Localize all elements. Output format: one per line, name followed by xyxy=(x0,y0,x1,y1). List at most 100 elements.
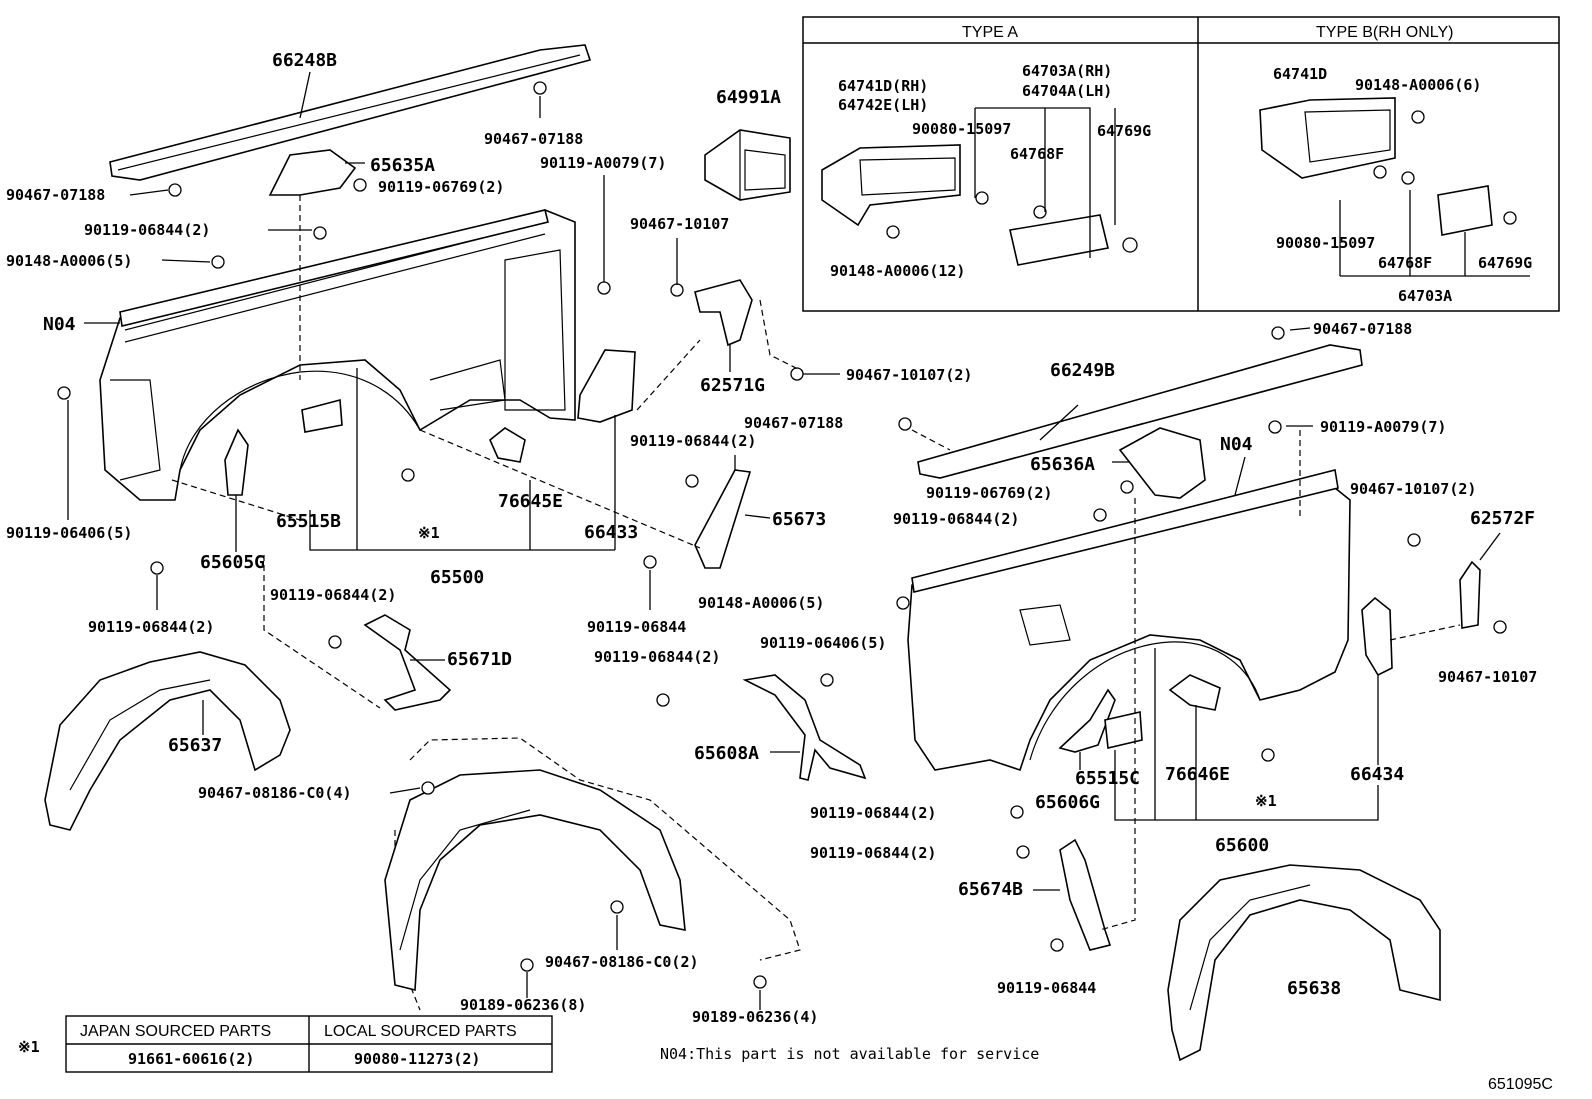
part-label: 66434 xyxy=(1350,764,1404,785)
part-label: 62572F xyxy=(1470,508,1535,529)
part-label: 90189-06236(4) xyxy=(692,1008,818,1026)
type-b-label: 64703A xyxy=(1398,287,1452,305)
footnote-value: 91661-60616(2) xyxy=(128,1050,254,1068)
part-label: 90467-10107(2) xyxy=(1350,480,1476,498)
bracket-76646e xyxy=(1168,674,1221,711)
footnote-table: ※1 JAPAN SOURCED PARTS LOCAL SOURCED PAR… xyxy=(18,1015,553,1073)
type-b-label: 64768F xyxy=(1378,254,1432,272)
part-label: 90467-07188 xyxy=(484,130,583,148)
liner-center-dashed xyxy=(384,737,801,1011)
footnote-value: 90080-11273(2) xyxy=(354,1050,480,1068)
part-label: 62571G xyxy=(700,375,765,396)
bed-side-panel-right xyxy=(907,487,1351,772)
part-label: 90467-07188 xyxy=(744,414,843,432)
liner-65638 xyxy=(1167,864,1441,1062)
type-box xyxy=(802,16,1560,312)
type-b-label: 64769G xyxy=(1478,254,1532,272)
part-label: 90119-A0079(7) xyxy=(1320,418,1446,436)
part-label: 65638 xyxy=(1287,978,1341,999)
type-a-label: 90080-15097 xyxy=(912,120,1011,138)
part-label: 90119-A0079(7) xyxy=(540,154,666,172)
part-label: 90119-06844(2) xyxy=(810,844,936,862)
part-label: 65671D xyxy=(447,649,512,670)
part-label: 90467-07188 xyxy=(1313,320,1412,338)
part-label: 65515C xyxy=(1075,768,1140,789)
part-label: 64991A xyxy=(716,87,781,108)
pad-65515b xyxy=(301,398,343,433)
part-label: 65500 xyxy=(430,567,484,588)
part-label: 90119-06844 xyxy=(997,979,1096,997)
part-label: 90119-06844(2) xyxy=(270,586,396,604)
part-label: 65606G xyxy=(1035,792,1100,813)
part-label: 65605G xyxy=(200,552,265,573)
type-a-header: TYPE A xyxy=(962,24,1018,41)
part-label: 66248B xyxy=(272,50,337,71)
type-a-label: 90148-A0006(12) xyxy=(830,262,965,280)
bracket-65635a xyxy=(268,149,357,196)
part-label: 65515B xyxy=(276,511,341,532)
part-label: 90119-06769(2) xyxy=(378,178,504,196)
part-label: 90119-06769(2) xyxy=(926,484,1052,502)
type-a-label: 64703A(RH) xyxy=(1022,62,1112,80)
rail-66248b xyxy=(109,44,592,181)
type-a-label: 64768F xyxy=(1010,145,1064,163)
type-box-labels: TYPE A 64741D(RH) 64742E(LH) 64703A(RH) … xyxy=(830,24,1532,305)
bracket-65606g xyxy=(1058,688,1116,753)
part-label: 90148-A0006(5) xyxy=(698,594,824,612)
type-a-label: 64769G xyxy=(1097,122,1151,140)
type-a-label: 64741D(RH) xyxy=(838,77,928,95)
type-b-label: 64741D xyxy=(1273,65,1327,83)
type-b-label: 90080-15097 xyxy=(1276,234,1375,252)
part-label: 90467-10107 xyxy=(1438,668,1537,686)
part-label: 66249B xyxy=(1050,360,1115,381)
part-labels: 66248B 90467-07188 90467-07188 65635A 90… xyxy=(6,50,1537,1026)
part-label: 76646E xyxy=(1165,764,1230,785)
brace-65671d xyxy=(363,614,452,711)
type-b-header: TYPE B(RH ONLY) xyxy=(1316,24,1454,41)
part-label: 66433 xyxy=(584,522,638,543)
part-label: 90467-08186-C0(4) xyxy=(198,784,352,802)
part-label: 76645E xyxy=(498,491,563,512)
top-rail-left xyxy=(119,209,549,327)
brace-65608a xyxy=(742,674,867,781)
bracket-62571g xyxy=(694,279,753,347)
part-label: 90119-06844(2) xyxy=(893,510,1019,528)
part-label: 65608A xyxy=(694,743,759,764)
bracket-62572f xyxy=(1459,560,1481,629)
part-label: 90119-06844(2) xyxy=(594,648,720,666)
part-label: 90119-06406(5) xyxy=(760,634,886,652)
part-label: N04 xyxy=(43,314,76,335)
part-label: 90148-A0006(5) xyxy=(6,252,132,270)
rail-66249b xyxy=(917,344,1363,479)
fasteners xyxy=(57,81,1507,989)
type-b-label: 90148-A0006(6) xyxy=(1355,76,1481,94)
part-label: 65635A xyxy=(370,155,435,176)
footnote-header: JAPAN SOURCED PARTS xyxy=(80,1023,271,1040)
part-label: 65600 xyxy=(1215,835,1269,856)
brace-65673 xyxy=(694,469,752,569)
part-label: 90119-06844 xyxy=(587,618,686,636)
part-label: 90467-10107 xyxy=(630,215,729,233)
part-label: 90119-06844(2) xyxy=(630,432,756,450)
service-note: N04:This part is not available for servi… xyxy=(660,1045,1039,1063)
part-label: 90467-08186-C0(2) xyxy=(545,953,699,971)
type-a-label: 64704A(LH) xyxy=(1022,82,1112,100)
part-label: 90119-06844(2) xyxy=(88,618,214,636)
liner-65637 xyxy=(44,651,291,831)
top-rail-right xyxy=(911,469,1339,593)
footnote-marker: ※1 xyxy=(18,1038,40,1056)
bracket-66434 xyxy=(1361,596,1393,677)
bracket-66433 xyxy=(577,349,636,423)
part-label: 65636A xyxy=(1030,454,1095,475)
part-label: ※1 xyxy=(1255,792,1277,810)
bracket-76645e xyxy=(489,427,526,463)
part-label: 65673 xyxy=(772,509,826,530)
part-label: 90119-06844(2) xyxy=(810,804,936,822)
part-label: 65674B xyxy=(958,879,1023,900)
bracket-65636a xyxy=(1118,427,1206,499)
box-64991a xyxy=(704,129,791,201)
part-label: 90119-06844(2) xyxy=(84,221,210,239)
pad-65515c xyxy=(1104,711,1143,749)
